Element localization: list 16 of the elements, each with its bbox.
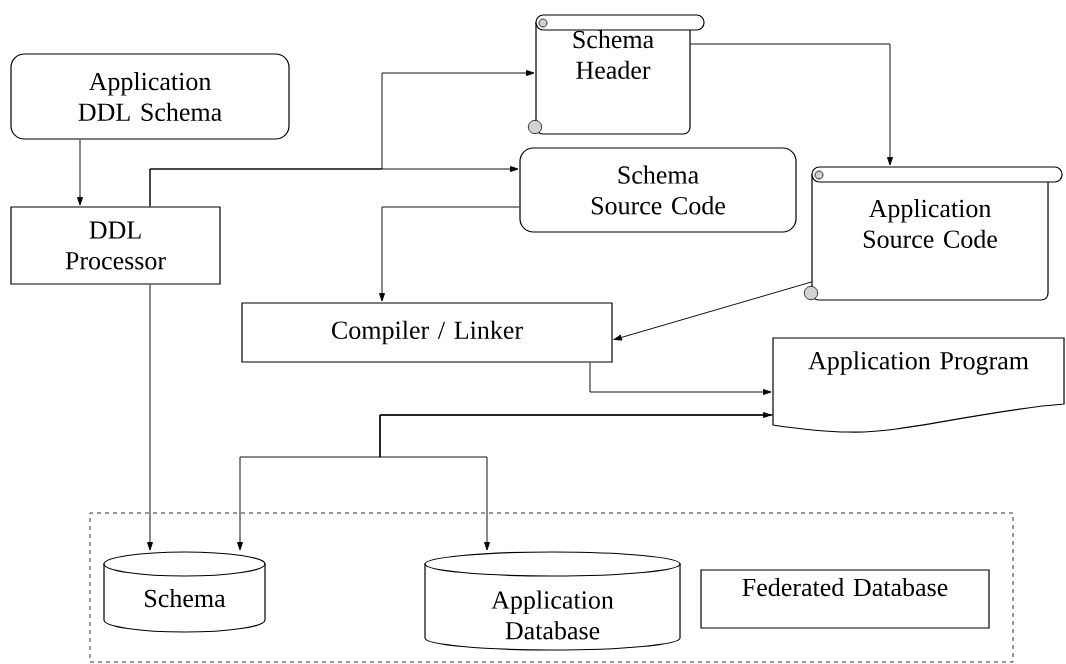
arrow xyxy=(379,206,520,302)
rounded-box: Schema Source Code xyxy=(519,147,797,233)
database-cylinder: Application Database xyxy=(424,551,681,651)
arrow xyxy=(613,281,812,341)
database-cylinder: Schema xyxy=(103,551,266,633)
process-box: Compiler / Linker xyxy=(241,302,613,363)
rounded-box: Application DDL Schema xyxy=(10,53,290,140)
arrow xyxy=(77,139,83,206)
arrow xyxy=(149,70,535,207)
dashed-boundary xyxy=(89,512,1014,663)
process-box: Federated Database xyxy=(700,569,990,629)
arrow xyxy=(147,284,153,551)
arrow xyxy=(690,43,893,166)
arrow xyxy=(589,362,772,395)
process-box: DDL Processor xyxy=(10,206,221,285)
arrow xyxy=(379,414,773,551)
